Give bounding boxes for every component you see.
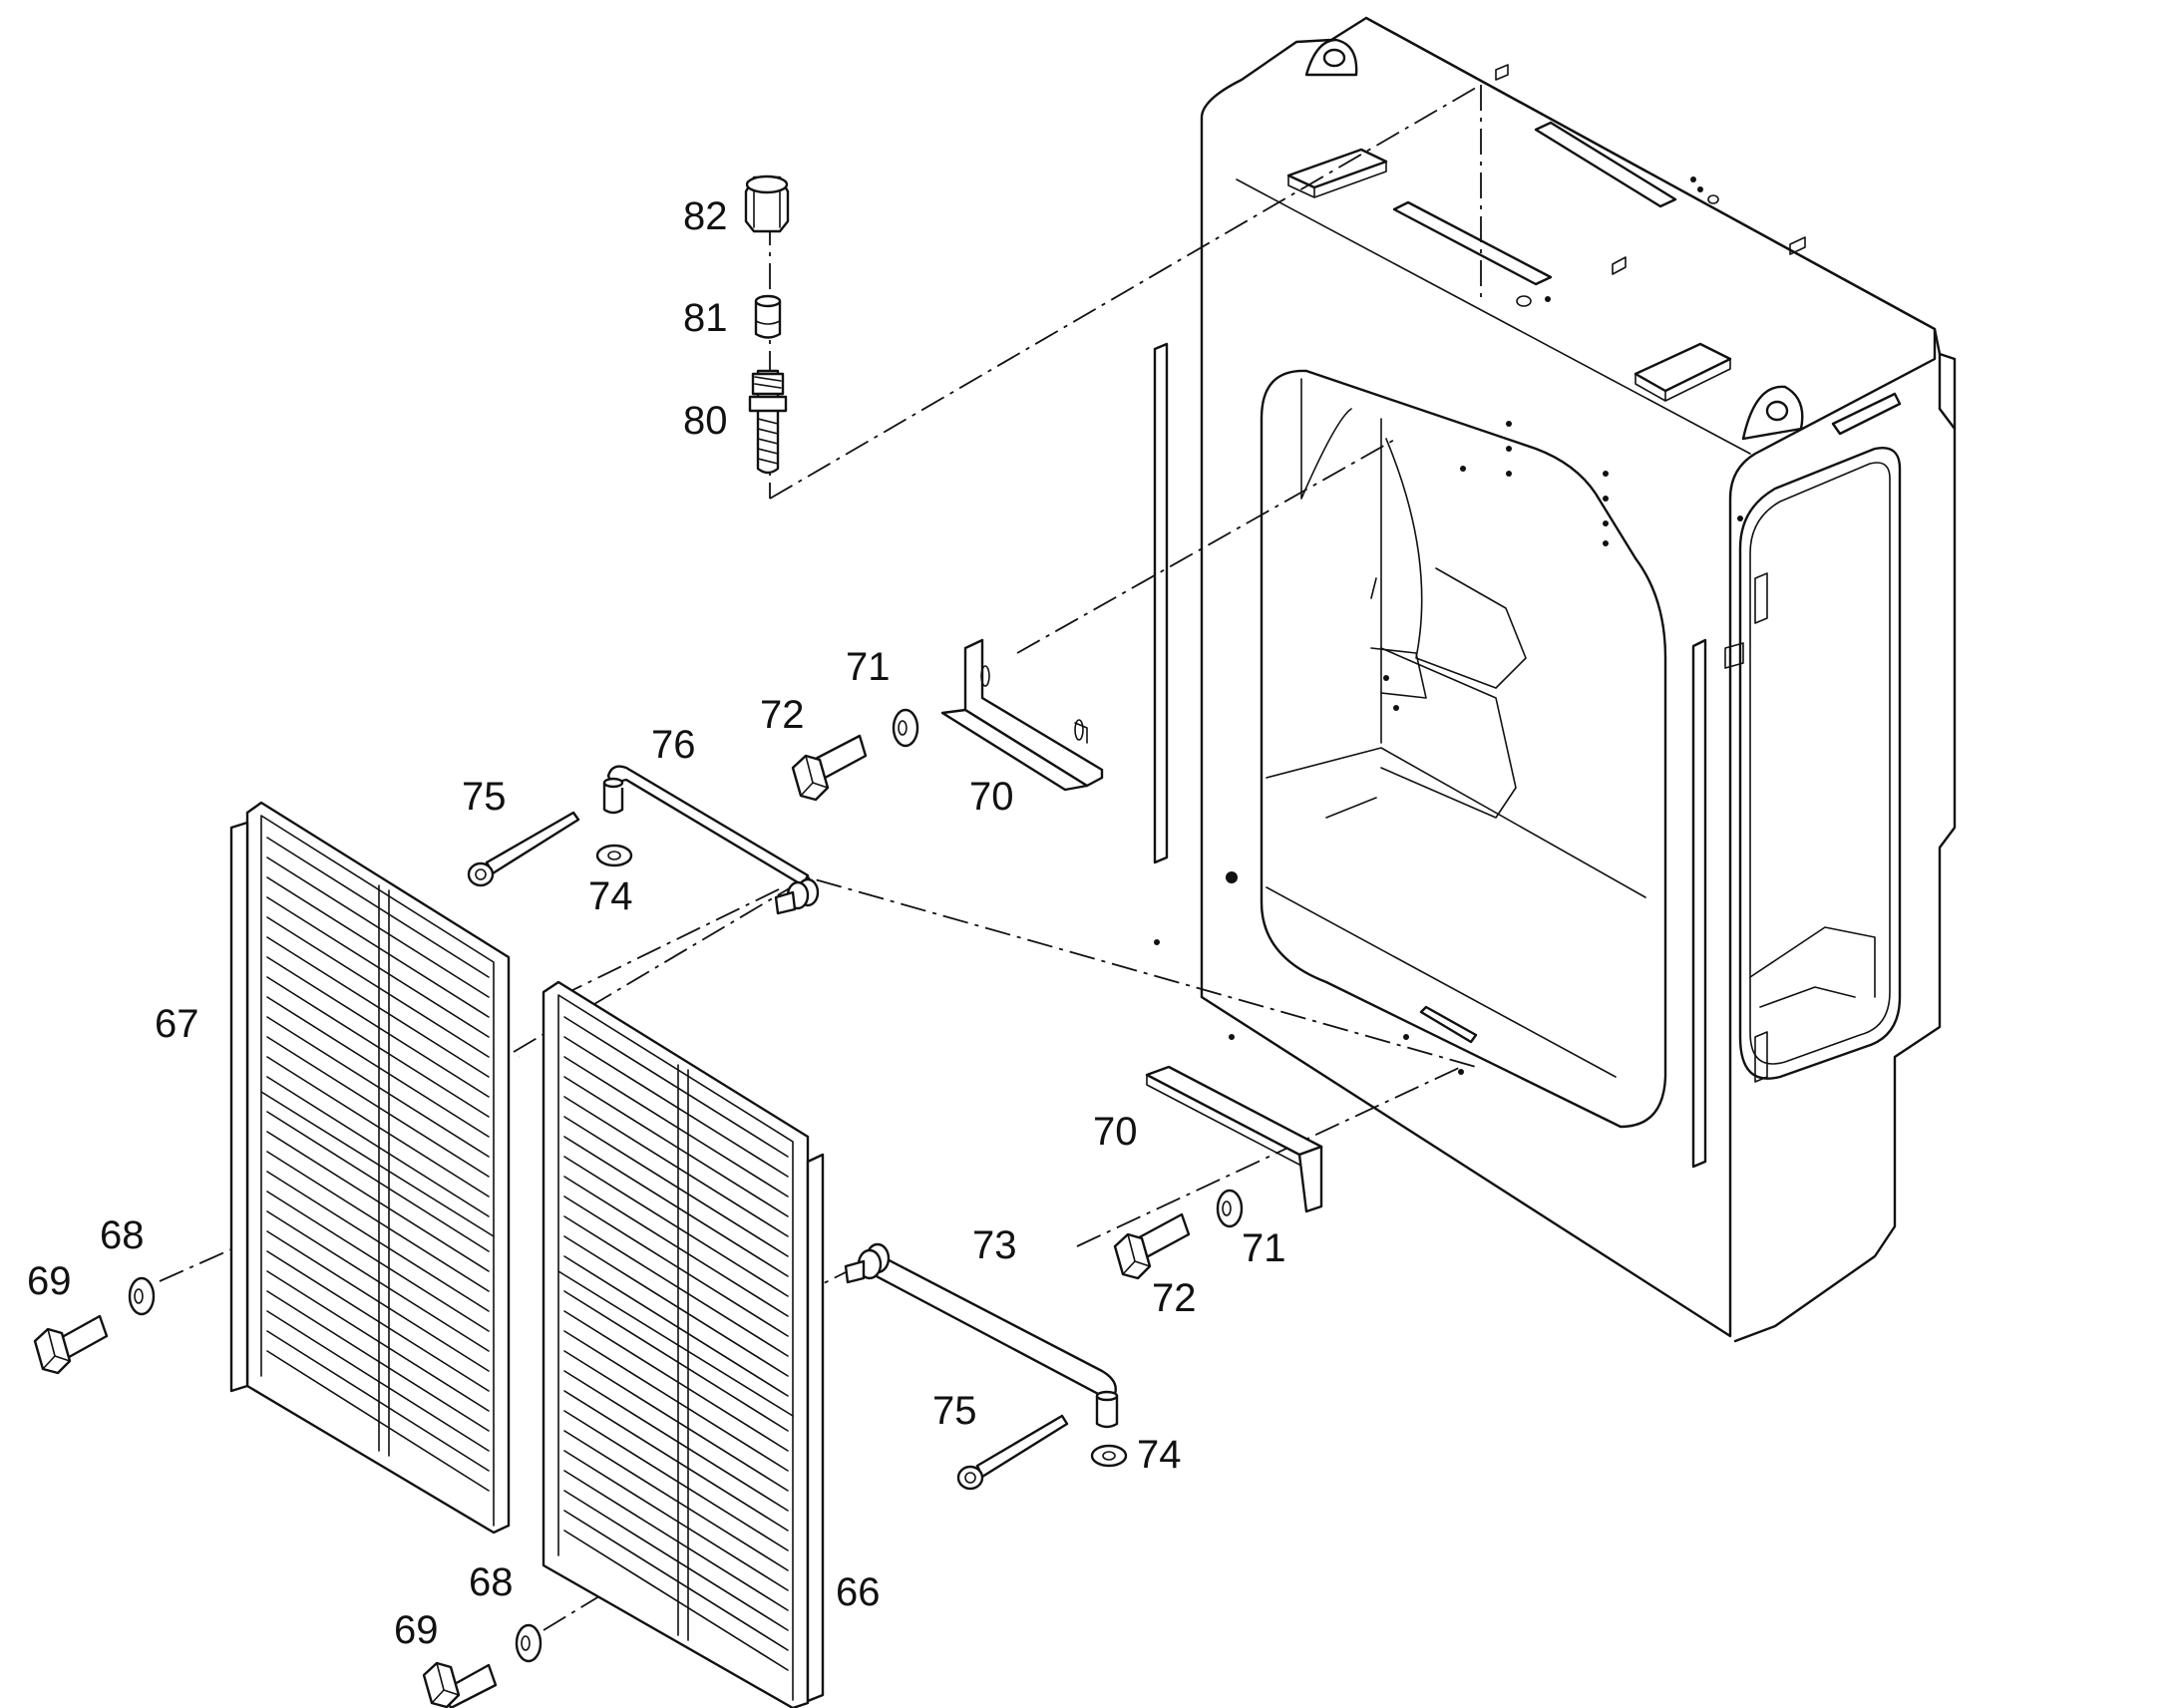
grille-67-slats <box>266 837 490 1492</box>
part-number-labels: 82 81 80 71 72 76 70 75 74 67 70 68 69 7… <box>27 194 1286 1652</box>
label-71-lower: 71 <box>1242 1226 1286 1270</box>
label-81: 81 <box>683 296 728 340</box>
bolt-69-left <box>33 1314 109 1375</box>
label-69-bottom: 69 <box>394 1608 439 1652</box>
washer-71-lower <box>1216 1189 1244 1228</box>
bolt-72-lower <box>1113 1212 1191 1280</box>
washer-68-bottom <box>515 1623 543 1663</box>
grille-66 <box>542 980 825 1708</box>
washer-74-lower <box>1090 1444 1128 1468</box>
label-66: 66 <box>836 1570 881 1614</box>
label-69-left: 69 <box>27 1259 72 1303</box>
bracket-70-lower <box>1145 1065 1323 1213</box>
fitting-81-sleeve <box>754 294 782 339</box>
radiator-frame-housing <box>1153 16 1957 1343</box>
label-73: 73 <box>972 1223 1017 1267</box>
pin-75-lower <box>956 1414 1069 1491</box>
label-72-lower: 72 <box>1152 1276 1197 1320</box>
label-67: 67 <box>155 1002 199 1046</box>
washer-68-left <box>128 1276 156 1316</box>
fitting-80-connector <box>748 369 788 475</box>
label-74-upper: 74 <box>588 874 633 918</box>
washer-74-upper <box>595 844 633 867</box>
washer-71-upper <box>892 708 919 748</box>
label-68-left: 68 <box>100 1213 145 1257</box>
grille-67 <box>229 801 511 1535</box>
bracket-70-upper <box>940 638 1104 792</box>
rod-73 <box>844 1242 1119 1429</box>
label-75-lower: 75 <box>932 1389 977 1433</box>
bolt-69-bottom <box>422 1661 498 1708</box>
label-70-lower: 70 <box>1093 1110 1138 1154</box>
label-75-upper: 75 <box>462 775 507 819</box>
label-74-lower: 74 <box>1137 1433 1182 1477</box>
label-80: 80 <box>683 399 728 443</box>
label-70-upper: 70 <box>969 775 1014 819</box>
label-71-upper: 71 <box>846 645 891 689</box>
label-68-bottom: 68 <box>469 1560 514 1604</box>
label-76: 76 <box>651 723 696 767</box>
pin-75-upper <box>467 811 580 887</box>
bolt-72-upper <box>791 734 868 802</box>
rod-76 <box>602 765 820 915</box>
grille-66-slats <box>563 1016 789 1671</box>
fitting-82-nut <box>744 174 790 233</box>
label-72-upper: 72 <box>760 693 805 737</box>
label-82: 82 <box>683 194 728 238</box>
